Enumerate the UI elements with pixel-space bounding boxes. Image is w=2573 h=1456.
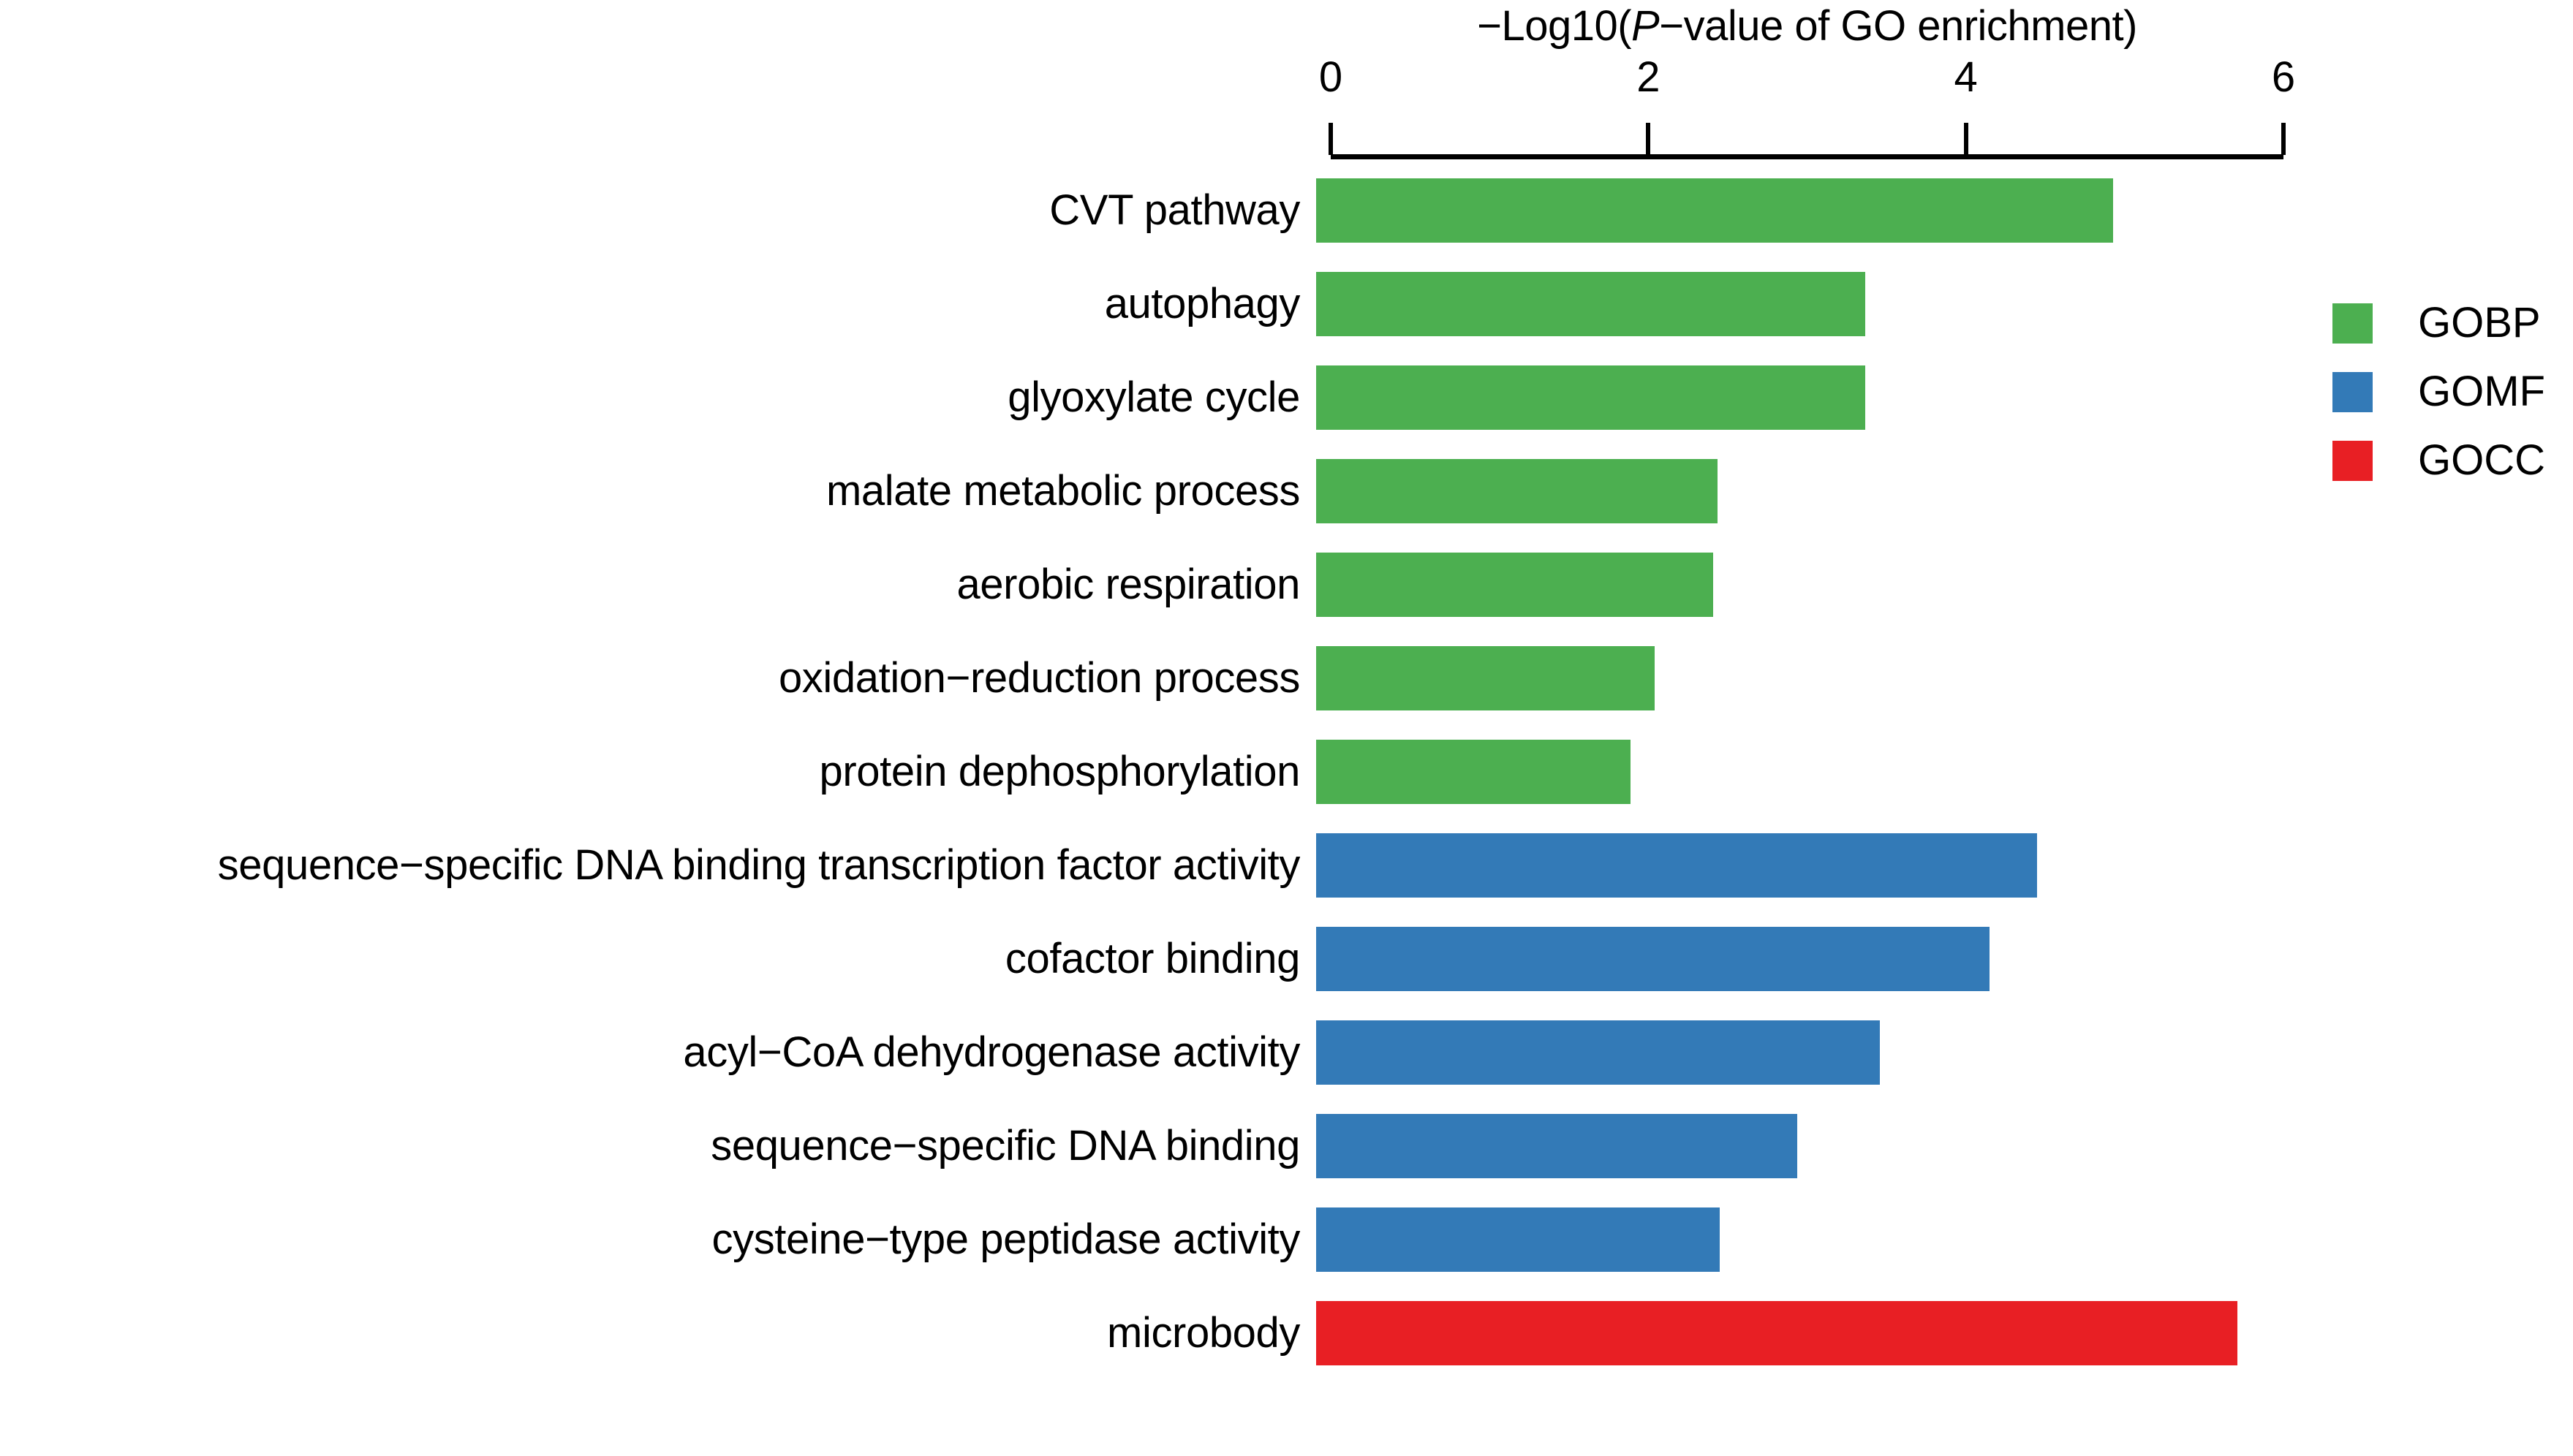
bar-track: [1316, 257, 2559, 351]
legend-item-gomf[interactable]: GOMF: [2332, 357, 2573, 426]
bar-row[interactable]: autophagy: [0, 257, 2573, 351]
x-tick-label-6: 6: [2271, 53, 2296, 101]
bar-gobp[interactable]: [1316, 646, 1655, 710]
legend-swatch-icon: [2332, 371, 2373, 412]
bar-row[interactable]: sequence−specific DNA binding: [0, 1099, 2573, 1193]
bar-row[interactable]: aerobic respiration: [0, 538, 2573, 632]
x-tick-mark-6: [2281, 123, 2286, 155]
category-label: cofactor binding: [1005, 935, 1300, 982]
bar-row[interactable]: protein dephosphorylation: [0, 725, 2573, 819]
bar-row[interactable]: sequence−specific DNA binding transcript…: [0, 819, 2573, 912]
bar-track: [1316, 351, 2559, 444]
x-tick-mark-2: [1646, 123, 1651, 155]
axis-title-post: −value of GO enrichment): [1659, 2, 2137, 50]
bar-gobp[interactable]: [1316, 365, 1866, 430]
bar-row[interactable]: acyl−CoA dehydrogenase activity: [0, 1006, 2573, 1099]
x-tick-label-2: 2: [1636, 53, 1660, 101]
bar-row[interactable]: glyoxylate cycle: [0, 351, 2573, 444]
bar-row[interactable]: malate metabolic process: [0, 444, 2573, 538]
bar-track: [1316, 819, 2559, 912]
bar-gobp[interactable]: [1316, 459, 1718, 523]
legend-label: GOBP: [2418, 299, 2541, 346]
bar-gomf[interactable]: [1316, 1020, 1880, 1085]
bar-track: [1316, 1006, 2559, 1099]
category-label: aerobic respiration: [956, 561, 1300, 608]
x-tick-mark-0: [1329, 123, 1333, 155]
bar-row[interactable]: cysteine−type peptidase activity: [0, 1193, 2573, 1286]
bar-track: [1316, 444, 2559, 538]
category-label: glyoxylate cycle: [1008, 374, 1300, 421]
bar-track: [1316, 912, 2559, 1006]
bar-row[interactable]: CVT pathway: [0, 164, 2573, 257]
category-label: sequence−specific DNA binding transcript…: [217, 841, 1301, 889]
category-label: sequence−specific DNA binding: [711, 1122, 1300, 1169]
legend-label: GOCC: [2418, 436, 2545, 484]
bar-gocc[interactable]: [1316, 1301, 2237, 1365]
category-label: CVT pathway: [1049, 186, 1300, 234]
bar-track: [1316, 725, 2559, 819]
x-tick-label-4: 4: [1954, 53, 1978, 101]
x-axis-title: −Log10(P−value of GO enrichment): [1331, 1, 2283, 50]
legend-item-gocc[interactable]: GOCC: [2332, 426, 2573, 495]
bar-gobp[interactable]: [1316, 553, 1713, 617]
bar-row[interactable]: oxidation−reduction process: [0, 632, 2573, 725]
legend-swatch-icon: [2332, 440, 2373, 481]
bar-track: [1316, 1099, 2559, 1193]
x-tick-mark-4: [1963, 123, 1968, 155]
bar-gomf[interactable]: [1316, 833, 2037, 898]
bar-gomf[interactable]: [1316, 927, 1990, 991]
axis-title-italic-p: P: [1631, 2, 1660, 50]
legend: GOBP GOMF GOCC: [2332, 289, 2573, 495]
plot-area: CVT pathway autophagy glyoxylate cycle mala…: [0, 159, 2573, 1456]
bar-gobp[interactable]: [1316, 272, 1866, 336]
bar-track: [1316, 538, 2559, 632]
category-label: cysteine−type peptidase activity: [711, 1216, 1301, 1263]
bar-gobp[interactable]: [1316, 740, 1631, 804]
bar-track: [1316, 1286, 2559, 1380]
axis-title-pre: −Log10(: [1477, 2, 1632, 50]
bar-gomf[interactable]: [1316, 1114, 1797, 1178]
bar-track: [1316, 164, 2559, 257]
legend-swatch-icon: [2332, 303, 2373, 344]
category-label: oxidation−reduction process: [778, 654, 1300, 702]
bar-row[interactable]: cofactor binding: [0, 912, 2573, 1006]
x-tick-label-0: 0: [1318, 53, 1343, 101]
category-label: acyl−CoA dehydrogenase activity: [683, 1028, 1300, 1076]
category-label: autophagy: [1104, 280, 1301, 327]
legend-item-gobp[interactable]: GOBP: [2332, 289, 2573, 357]
category-label: microbody: [1107, 1309, 1300, 1357]
bar-track: [1316, 632, 2559, 725]
category-label: protein dephosphorylation: [819, 748, 1301, 795]
category-label: malate metabolic process: [825, 467, 1300, 515]
legend-label: GOMF: [2418, 368, 2545, 415]
bar-row[interactable]: microbody: [0, 1286, 2573, 1380]
bar-gobp[interactable]: [1316, 178, 2114, 243]
x-axis-line: [1331, 154, 2283, 159]
bar-gomf[interactable]: [1316, 1207, 1720, 1272]
bar-track: [1316, 1193, 2559, 1286]
